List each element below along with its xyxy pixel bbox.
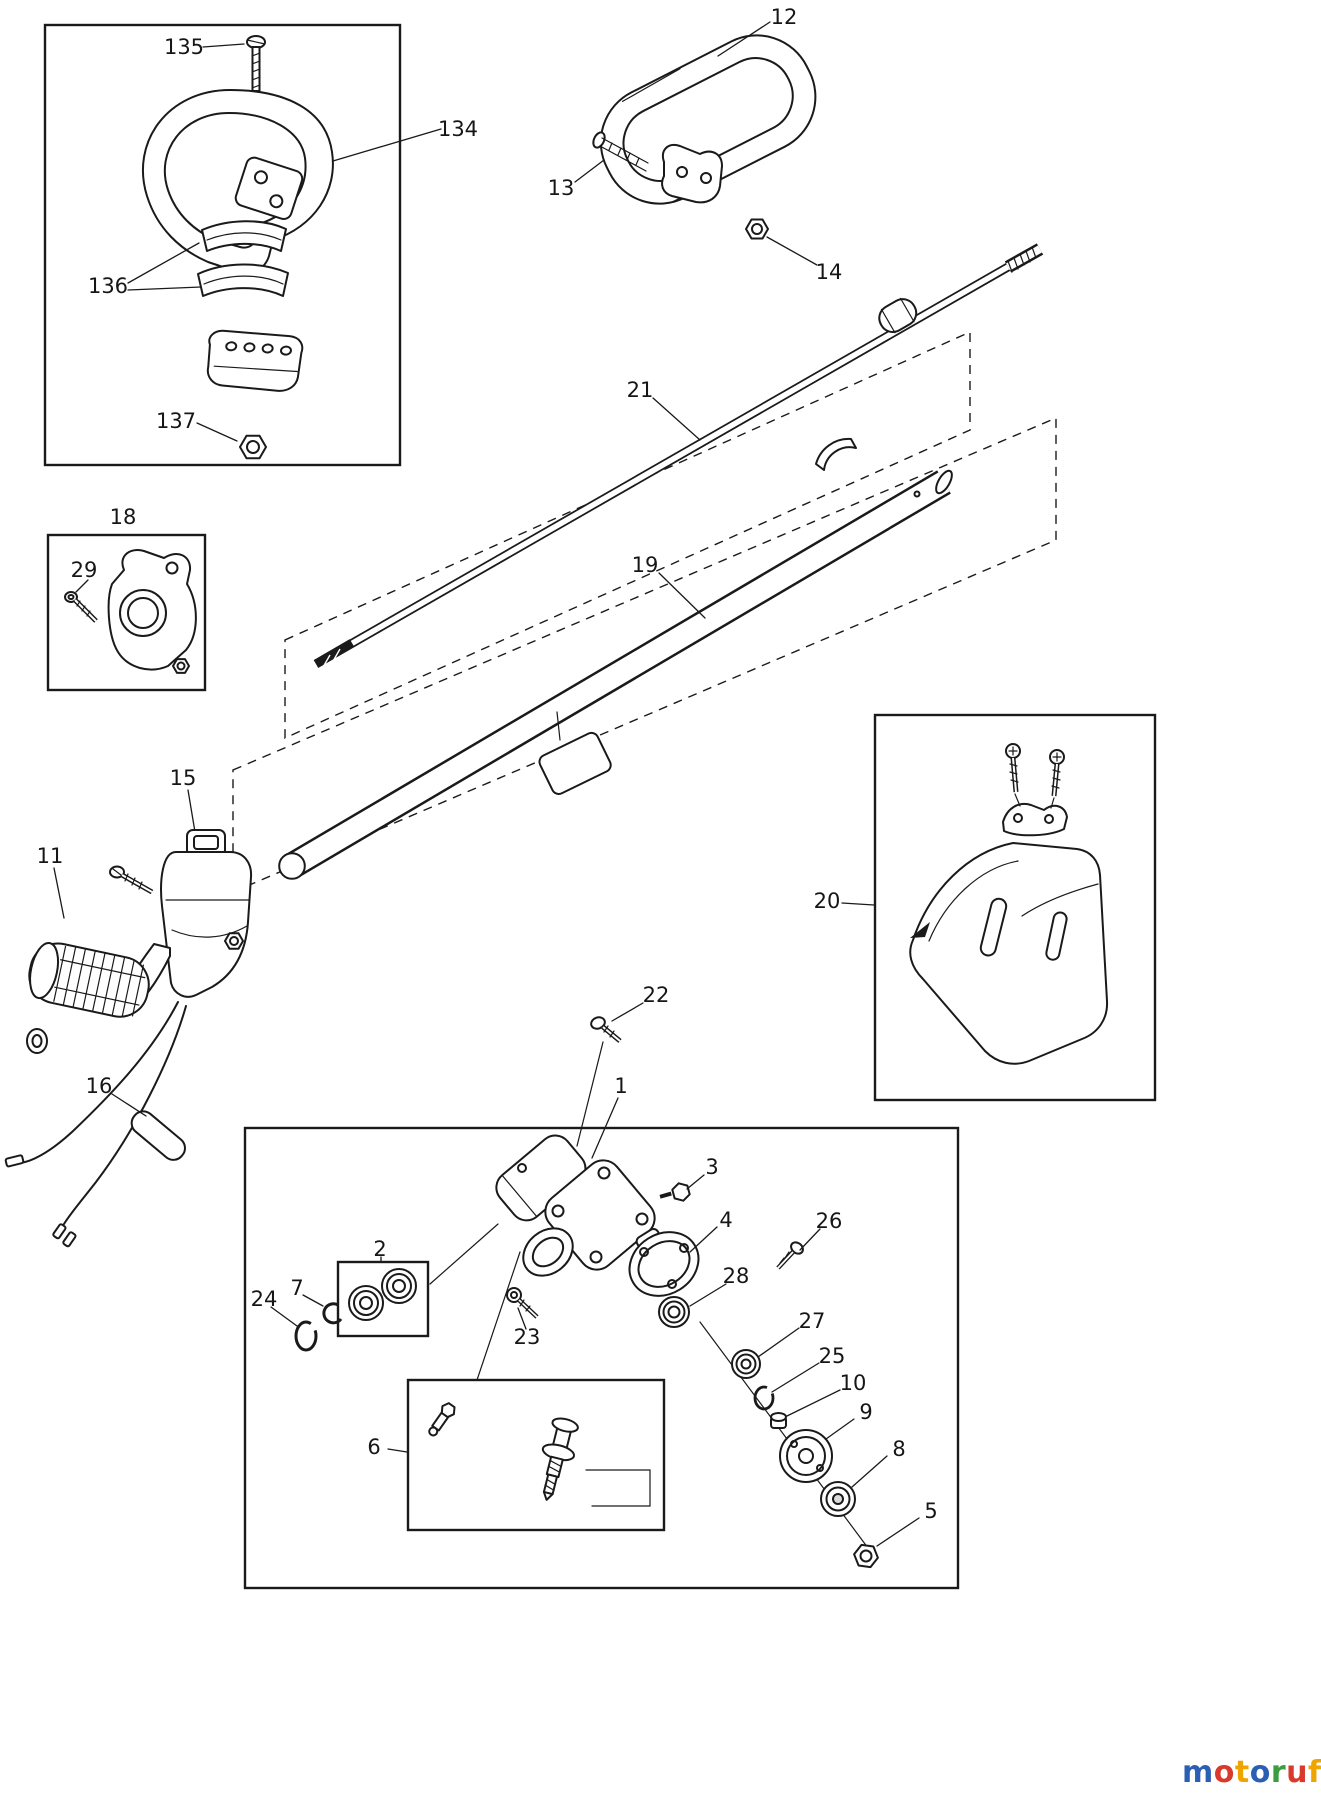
logo-letter: o: [1213, 1755, 1235, 1790]
part-label-6: 6: [367, 1435, 381, 1459]
snap-ring-7-drawing: [322, 1302, 343, 1325]
throttle-screw-drawing: [109, 865, 154, 895]
nut-137-drawing: [239, 434, 267, 460]
inner-shaft-21-drawing: [313, 243, 1044, 670]
throttle-assembly-drawing: [26, 789, 253, 1054]
part-label-29: 29: [70, 558, 98, 582]
gearhead-housing-drawing: [495, 1134, 656, 1277]
part-label-13: 13: [547, 176, 575, 200]
part-label-16: 16: [85, 1074, 113, 1098]
part-label-10: 10: [839, 1371, 867, 1395]
logo-letter: m: [1182, 1755, 1214, 1790]
part-label-14: 14: [815, 260, 843, 284]
part-label-135: 135: [163, 35, 205, 59]
part-label-19: 19: [631, 553, 659, 577]
throttle-cable-drawing: [4, 1001, 187, 1248]
part-label-24: 24: [250, 1287, 278, 1311]
logo-letter: t: [1234, 1755, 1250, 1790]
part-label-134: 134: [437, 117, 479, 141]
bearing-box-2: [336, 1260, 430, 1338]
ring-24-drawing: [294, 1320, 318, 1352]
part-label-4: 4: [719, 1208, 733, 1232]
debris-shield-drawing: [841, 713, 1157, 1102]
part-label-3: 3: [705, 1155, 719, 1179]
arbor-shaft-drawing: [541, 1417, 579, 1501]
handle-bracket-drawing: [661, 144, 723, 204]
part-label-8: 8: [892, 1437, 906, 1461]
part-label-15: 15: [169, 766, 197, 790]
clamp-saddles-136-drawing: [197, 220, 289, 297]
logo-word: motoruf: [1182, 1755, 1321, 1790]
outer-tube-19-drawing: [278, 437, 953, 880]
part-label-23: 23: [513, 1325, 541, 1349]
part-label-9: 9: [859, 1400, 873, 1424]
logo-letter: o: [1249, 1755, 1271, 1790]
part-label-20: 20: [813, 889, 841, 913]
driveshaft-drawing: [232, 243, 1057, 894]
bolt-3-drawing: [659, 1182, 691, 1202]
bearings-2-drawing: [348, 1268, 417, 1321]
part-label-2: 2: [373, 1237, 387, 1261]
part-label-18: 18: [109, 505, 137, 529]
logo-letter: f: [1308, 1755, 1321, 1790]
bearing-28-drawing: [658, 1296, 690, 1328]
output-shaft-parts-drawing: [731, 1349, 879, 1569]
shield-screws-drawing: [1005, 743, 1065, 809]
part-label-7: 7: [290, 1276, 304, 1300]
screw-135-drawing: [246, 35, 266, 92]
part-label-28: 28: [722, 1264, 750, 1288]
clamp-block-drawing: [206, 329, 304, 392]
logo-letter: r: [1270, 1755, 1287, 1790]
rear-loop-handle-drawing: [574, 21, 818, 266]
screw-29-drawing: [64, 591, 98, 623]
motoruf-logo[interactable]: motoruf.de: [1182, 1756, 1321, 1794]
logo-letter: u: [1286, 1755, 1309, 1790]
gearhead-assembly-drawing: [243, 1002, 960, 1590]
loop-handle-134-drawing: [141, 89, 334, 275]
part-label-137: 137: [155, 409, 197, 433]
screw-22-drawing: [590, 1016, 622, 1043]
part-label-27: 27: [798, 1309, 826, 1333]
part-label-1: 1: [614, 1074, 628, 1098]
part-label-136: 136: [87, 274, 129, 298]
spec-plate-drawing: [538, 731, 612, 795]
screw-23-drawing: [506, 1287, 539, 1319]
bolt-13-drawing: [592, 131, 649, 172]
part-label-5: 5: [924, 1499, 938, 1523]
part-label-12: 12: [770, 5, 798, 29]
inner-box-6: [406, 1378, 666, 1532]
nut-14-drawing: [745, 218, 769, 240]
screw-26-drawing: [776, 1241, 804, 1270]
part-label-26: 26: [815, 1209, 843, 1233]
shield-bracket-drawing: [1002, 803, 1068, 837]
part-label-25: 25: [818, 1344, 846, 1368]
front-handle-assembly-drawing: [43, 23, 442, 467]
grip-11-drawing: [28, 942, 150, 1018]
part-label-22: 22: [642, 983, 670, 1007]
cover-4-drawing: [628, 1228, 700, 1297]
fitting-6-drawing: [428, 1402, 456, 1437]
bracket-18-drawing: [46, 533, 207, 692]
part-label-21: 21: [626, 378, 654, 402]
part-label-11: 11: [36, 844, 64, 868]
